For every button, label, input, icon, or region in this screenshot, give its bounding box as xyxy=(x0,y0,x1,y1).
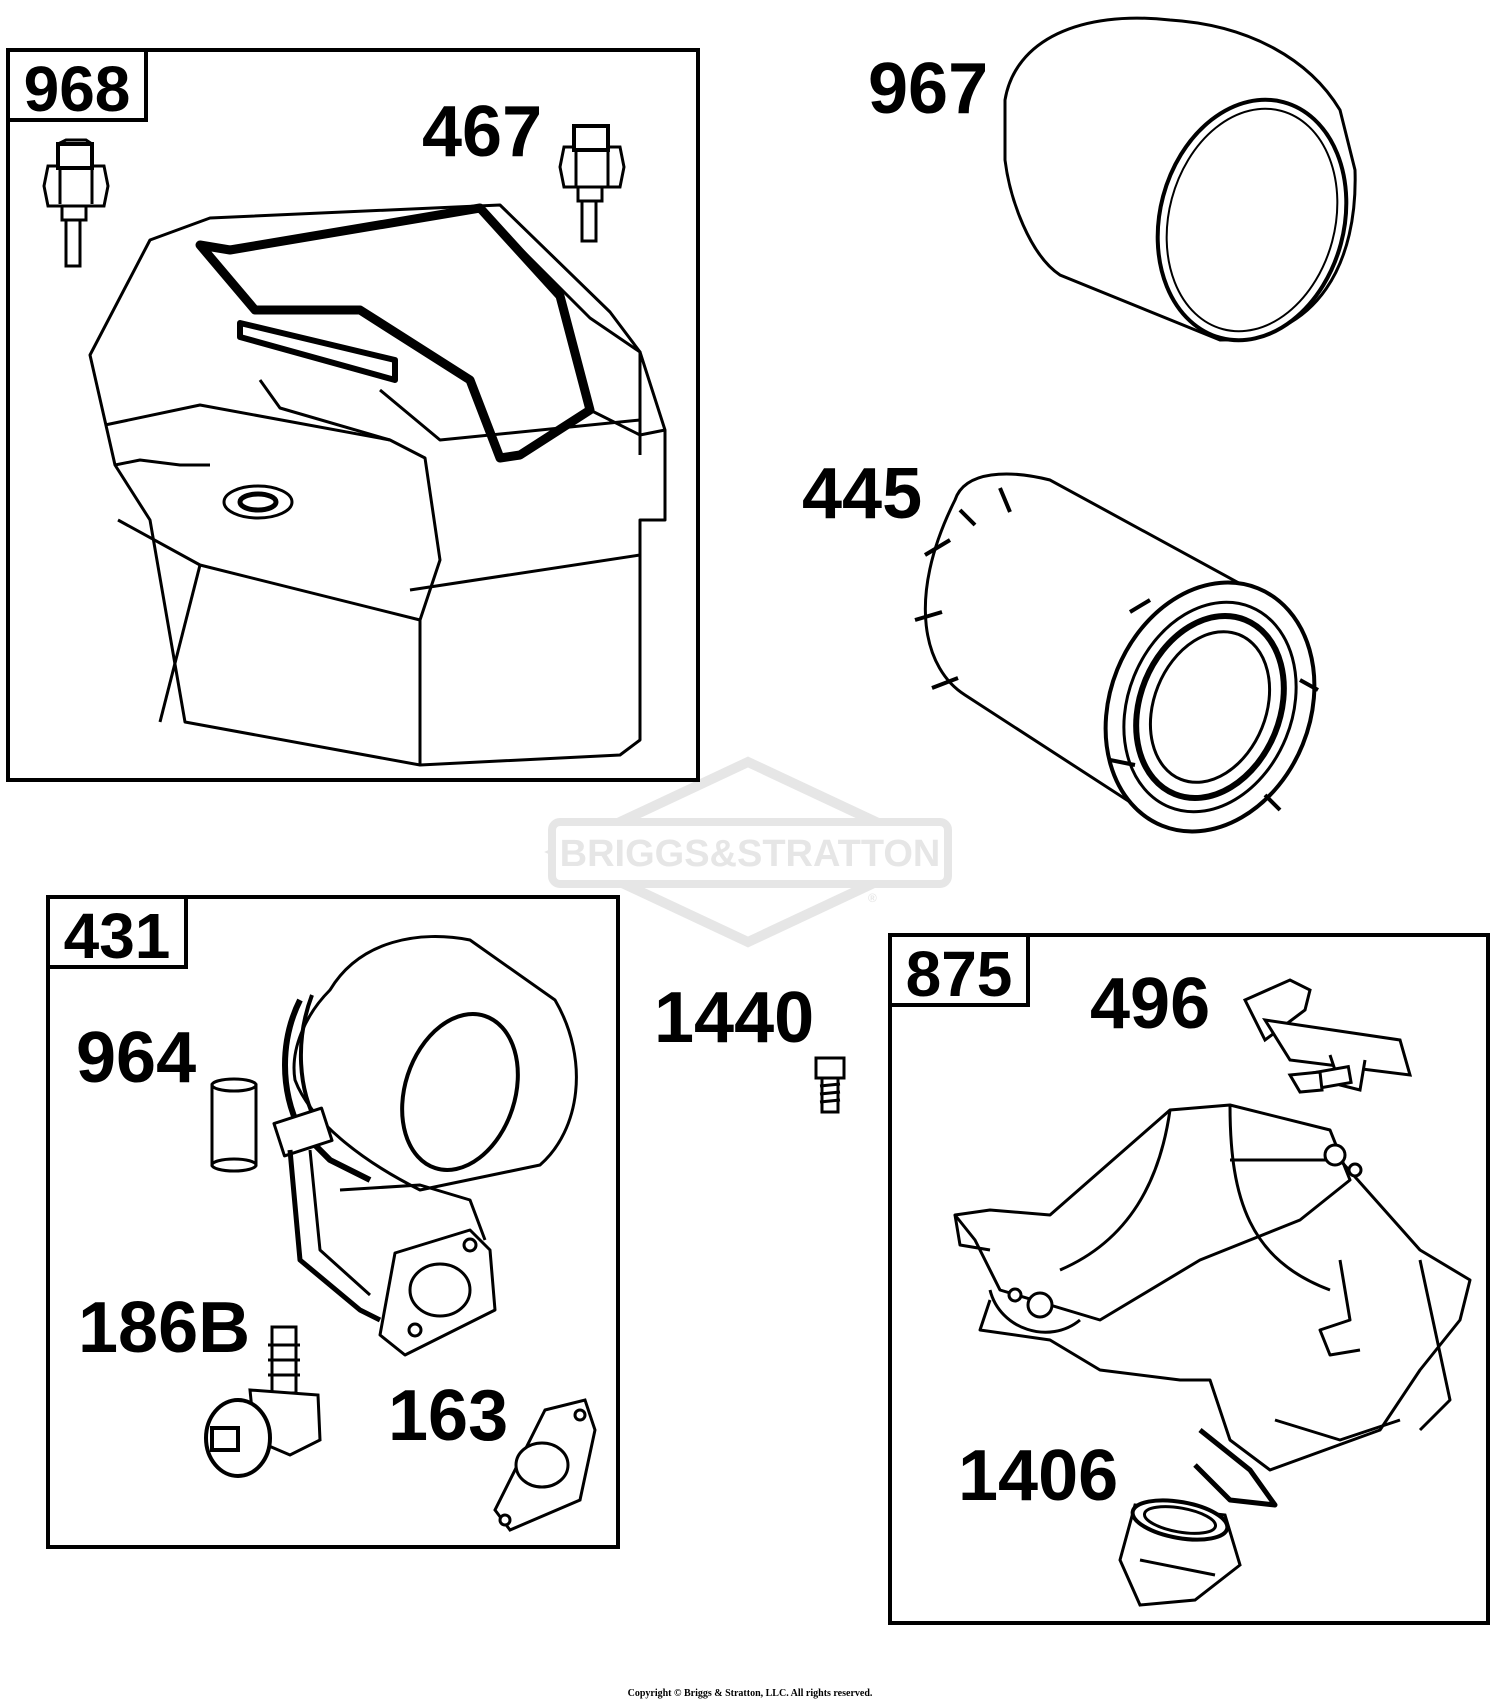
breather-fitting xyxy=(204,1325,322,1478)
callout-467: 467 xyxy=(422,92,542,172)
brand-watermark: BRIGGS&STRATTON ® xyxy=(544,756,952,948)
screw xyxy=(814,1056,846,1114)
pre-filter-sleeve xyxy=(1003,16,1357,343)
watermark-registered: ® xyxy=(868,891,877,905)
air-cleaner-cover xyxy=(88,203,667,767)
callout-1440: 1440 xyxy=(654,978,814,1058)
callout-964: 964 xyxy=(76,1018,196,1098)
callout-496: 496 xyxy=(1090,964,1210,1044)
air-cleaner-base-assembly xyxy=(272,935,578,1357)
callout-967: 967 xyxy=(868,49,988,129)
watermark-brand: BRIGGS&STRATTON xyxy=(560,833,941,875)
knob-left xyxy=(42,138,110,268)
callout-163: 163 xyxy=(388,1376,508,1456)
gasket xyxy=(493,1398,597,1532)
group-968: 968 xyxy=(6,48,700,782)
group-968-label: 968 xyxy=(24,53,131,125)
group-968-label-box xyxy=(6,48,148,122)
callout-186B: 186B xyxy=(78,1288,250,1368)
group-431-label: 431 xyxy=(64,900,171,972)
knob-right xyxy=(558,124,626,243)
group-875-frame xyxy=(888,933,1490,1625)
group-875-label-box xyxy=(888,933,1030,1007)
callout-445: 445 xyxy=(802,454,922,534)
group-875: 875 xyxy=(888,933,1490,1625)
copyright-notice: Copyright © Briggs & Stratton, LLC. All … xyxy=(627,1688,873,1699)
group-968-frame xyxy=(6,48,700,782)
group-431-label-box xyxy=(46,895,188,969)
air-filter-element xyxy=(914,472,1319,834)
group-875-label: 875 xyxy=(906,938,1013,1010)
group-431-frame xyxy=(46,895,620,1549)
spacer-tube xyxy=(210,1077,258,1173)
adapter-elbow xyxy=(1118,1498,1242,1607)
hose-fitting xyxy=(1242,978,1413,1094)
callout-1406: 1406 xyxy=(958,1436,1118,1516)
group-431: 431 xyxy=(46,895,620,1549)
air-cleaner-base xyxy=(953,1103,1472,1508)
